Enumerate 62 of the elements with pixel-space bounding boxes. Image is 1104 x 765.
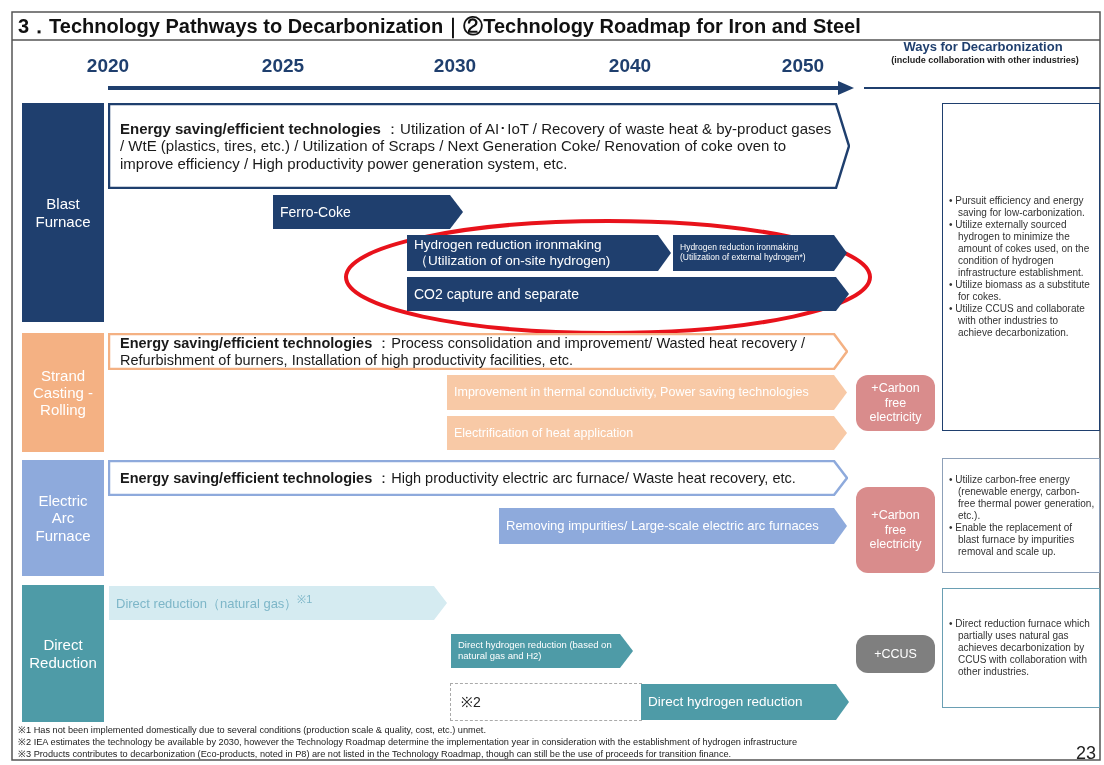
sector-label: Direct Reduction <box>28 636 98 671</box>
roadmap-bar <box>672 234 848 272</box>
roadmap-bar <box>640 683 850 721</box>
bar-label: Improvement in thermal conductivity, Power saving technologies <box>454 385 810 400</box>
option-label: +CCUS <box>873 646 918 662</box>
footnote: ※3 Products contributes to decarbonization (Eco-products, noted in P8) are not listed in the Technology Roadmap, though can still be the use of proceeds for transition finance. <box>18 749 733 760</box>
sector-label-box <box>22 103 104 322</box>
bar-label: Energy saving/efficient technologies ：High productivity electric arc furnace/ Waste heat recovery, etc. <box>120 469 797 487</box>
bullet-text: • Utilize CCUS and collaborate with other industries to achieve decarbonization. <box>949 303 1086 339</box>
year-label: 2040 <box>607 56 653 77</box>
bar-label: Electrification of heat application <box>454 425 635 441</box>
text-panel <box>942 588 1100 708</box>
footnote: ※1 Has not been implemented domestically due to several conditions (production scale & quality, cost, etc.) unmet. <box>18 725 487 736</box>
footnote-mark: ※2 <box>461 693 482 711</box>
year-label: 2025 <box>260 56 306 77</box>
bullet-text: • Enable the replacement of blast furnace by impurities removal and scale up. <box>949 521 1076 558</box>
option-badge <box>856 487 935 573</box>
bar-label: Energy saving/efficient technologies ：Process consolidation and improvement/ Wasted heat recovery / Refurbishment of burners, Installation of high productivity facilities, etc. <box>120 334 806 369</box>
sector-label: Strand Casting - Rolling <box>32 366 94 419</box>
roadmap-bar <box>108 460 848 496</box>
title: 3．Technology Pathways to Decarbonization｜②Technology Roadmap for Iron and Steel <box>18 14 862 40</box>
text-panel <box>942 458 1100 573</box>
footnote: ※2 IEA estimates the technology be available by 2030, however the Technology Roadmap determine the implementation year in consideration with the establishment of hydrogen infrastructure <box>18 737 798 748</box>
year-label: 2020 <box>85 56 131 77</box>
sector-label: Electric Arc Furnace <box>34 492 92 544</box>
option-badge <box>856 375 935 431</box>
bar-label: Hydrogen reduction ironmaking (Utilization of external hydrogen*) <box>680 243 807 263</box>
bar-label: Direct hydrogen reduction (based on natural gas and H2) <box>458 640 613 662</box>
roadmap-bar <box>406 234 672 272</box>
bar-label: CO2 capture and separate <box>414 285 580 303</box>
bullet-text: • Direct reduction furnace which partially uses natural gas achieves decarbonization by CCUS with collaboration with other industries. <box>949 618 1091 678</box>
bar-label: Hydrogen reduction ironmaking （Utilization of on-site hydrogen) <box>414 237 612 269</box>
year-label: 2030 <box>432 56 478 77</box>
bullet-text: • Utilize carbon-free energy (renewable energy, carbon-free thermal power generation, etc.). <box>949 473 1095 522</box>
roadmap-bar <box>108 103 850 189</box>
roadmap-bar <box>446 415 848 451</box>
roadmap-bar <box>450 633 634 669</box>
roadmap-bar <box>406 276 850 312</box>
bar-label: Removing impurities/ Large-scale electric arc furnaces <box>506 518 820 534</box>
option-label: +Carbon free electricity <box>868 381 923 425</box>
sector-label-box <box>22 333 104 452</box>
roadmap-bar <box>446 374 848 411</box>
sector-label-box <box>22 585 104 722</box>
bar-label: Direct hydrogen reduction <box>648 694 804 710</box>
bar-label: Energy saving/efficient technologies ：Utilization of AI･IoT / Recovery of waste heat & by-product gases / WtE (plastics, tires, etc.) / Utilization of Scraps / Next Generation Coke/ Renovation of coke oven to improve efficiency / High productivity power generation system, etc. <box>120 120 832 172</box>
year-label: 2050 <box>780 56 826 77</box>
option-badge <box>856 635 935 673</box>
roadmap-bar <box>272 194 464 230</box>
sector-label-box <box>22 460 104 576</box>
roadmap-bar <box>498 507 848 545</box>
column-subheading: (include collaboration with other industries) <box>890 56 1080 66</box>
bullet-text: • Utilize biomass as a substitute for cokes. <box>949 279 1091 303</box>
bullet-text: • Utilize externally sourced hydrogen to minimize the amount of cokes used, on the condition of hydrogen infrastructure establishment. <box>949 219 1091 279</box>
bar-label: Ferro-Coke <box>280 203 352 221</box>
column-heading: Ways for Decarbonization <box>902 40 1064 55</box>
option-label: +Carbon free electricity <box>868 508 923 552</box>
sector-label: Blast Furnace <box>34 195 92 230</box>
page-number: 23 <box>1074 744 1096 764</box>
roadmap-bar <box>108 585 448 621</box>
bar-label: Direct reduction（natural gas）$^{※1}$ <box>116 593 314 613</box>
bullet-text: • Pursuit efficiency and energy saving for low-carbonization. <box>949 195 1086 219</box>
text-panel <box>942 103 1100 431</box>
